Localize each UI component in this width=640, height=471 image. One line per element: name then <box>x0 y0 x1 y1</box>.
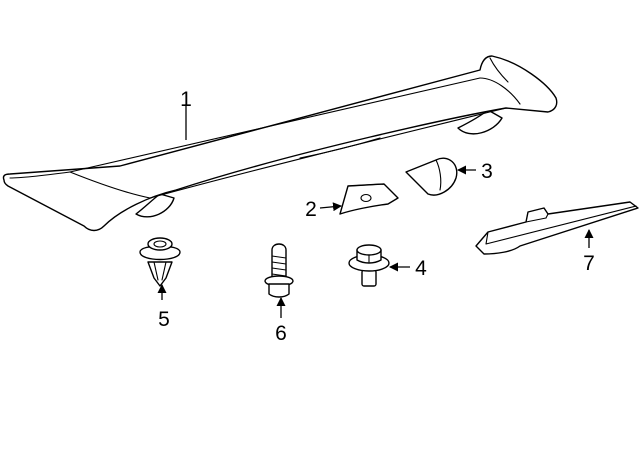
stud-part <box>264 243 294 298</box>
callout-6: 6 <box>275 322 287 345</box>
callout-4: 4 <box>415 257 427 280</box>
callout-2-leader <box>319 202 342 212</box>
end-cap-part <box>405 157 458 196</box>
callout-5: 5 <box>158 308 170 331</box>
bracket-part <box>339 183 399 215</box>
callout-7: 7 <box>583 252 595 275</box>
callout-3: 3 <box>481 160 493 183</box>
callout-2: 2 <box>305 198 317 221</box>
bolt-part <box>348 244 390 287</box>
stop-lamp-part <box>475 201 639 255</box>
spoiler-part <box>2 55 558 232</box>
clip-part <box>139 237 181 287</box>
callout-1: 1 <box>180 88 192 111</box>
